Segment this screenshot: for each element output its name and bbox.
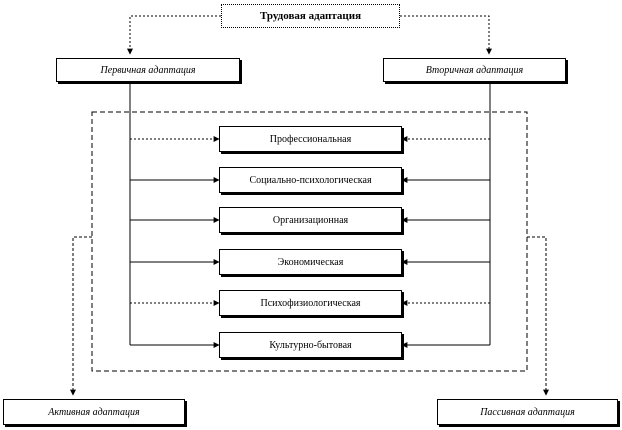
type-label: Социально-психологическая	[249, 174, 372, 186]
secondary-label: Вторичная адаптация	[425, 64, 524, 76]
type-label: Организационная	[272, 214, 349, 226]
connector-active	[70, 236, 92, 396]
connector-title-secondary	[400, 15, 492, 55]
dashed-enclosure	[91, 111, 528, 372]
title-box: Трудовая адаптация	[221, 4, 400, 28]
passive-label: Пассивная адаптация	[480, 406, 575, 418]
type-label: Психофизиологическая	[260, 297, 361, 309]
type-box-organizational: Организационная	[219, 207, 402, 233]
passive-box: Пассивная адаптация	[437, 399, 618, 425]
active-box: Активная адаптация	[3, 399, 185, 425]
type-box-economic: Экономическая	[219, 249, 402, 275]
primary-box: Первичная адаптация	[56, 58, 240, 82]
connector-title-primary	[127, 15, 221, 55]
type-label: Экономическая	[277, 256, 344, 268]
primary-label: Первичная адаптация	[100, 64, 196, 76]
type-box-cultural: Культурно-бытовая	[219, 332, 402, 358]
connector-passive	[527, 236, 549, 396]
type-label: Профессиональная	[269, 133, 352, 145]
active-label: Активная адаптация	[48, 406, 140, 418]
secondary-box: Вторичная адаптация	[383, 58, 566, 82]
title-label: Трудовая адаптация	[259, 10, 362, 22]
type-label: Культурно-бытовая	[269, 339, 352, 351]
type-box-psychophysiological: Психофизиологическая	[219, 290, 402, 316]
type-box-professional: Профессиональная	[219, 126, 402, 152]
type-box-social: Социально-психологическая	[219, 167, 402, 193]
